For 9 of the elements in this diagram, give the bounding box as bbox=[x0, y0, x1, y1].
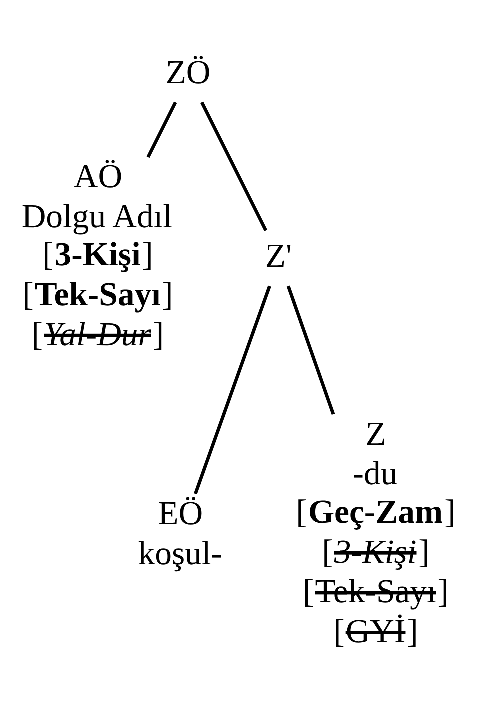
connector bbox=[286, 286, 336, 415]
connector bbox=[146, 102, 178, 158]
node-text: Z -du [Geç-Zam] [3-Kişi] [Tek-Sayı] [GYİ] bbox=[296, 416, 456, 650]
connector bbox=[200, 102, 268, 232]
node-text: ZÖ bbox=[166, 54, 211, 92]
node-text: Z' bbox=[265, 238, 292, 276]
node-text: EÖ koşul- bbox=[138, 496, 222, 572]
connector bbox=[194, 286, 272, 495]
node-text: AÖ Dolgu Adıl [3-Kişi] [Tek-Sayı] [Yal-Dur] bbox=[22, 158, 174, 354]
